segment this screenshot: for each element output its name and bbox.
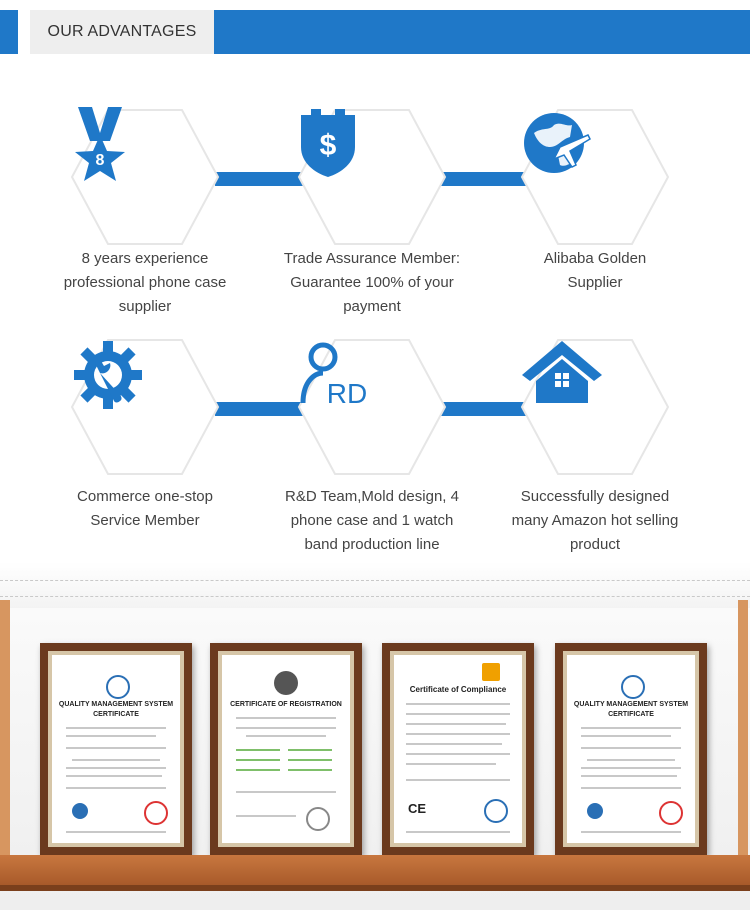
- certificate-paper: Certificate of Compliance CE: [394, 655, 522, 843]
- seal-icon: [659, 801, 683, 825]
- seal-icon: [144, 801, 168, 825]
- caption-line: Supplier: [567, 274, 623, 291]
- header-bar-right: [214, 10, 750, 54]
- caption-line: phone case and 1 watch: [290, 512, 454, 529]
- certificate-subtitle: CERTIFICATE: [93, 711, 139, 718]
- cqc-logo: [621, 675, 645, 699]
- certificate-title: QUALITY MANAGEMENT SYSTEM: [58, 701, 174, 708]
- advantage-hex-2: $: [297, 107, 447, 247]
- certificate-paper: CERTIFICATE OF REGISTRATION: [222, 655, 350, 843]
- caption-line: many Amazon hot selling: [511, 512, 679, 529]
- advantage-caption-1: 8 years experience professional phone ca…: [35, 247, 255, 319]
- advantage-caption-3: Alibaba Golden Supplier: [485, 247, 705, 295]
- connector-bar: [440, 172, 530, 186]
- gmc-logo: [274, 671, 298, 695]
- caption-line: Service Member: [90, 512, 200, 529]
- cqc-logo: [106, 675, 130, 699]
- shelf-strap-left: [0, 600, 10, 860]
- advantage-hex-3: [520, 107, 670, 247]
- certificate-title: CERTIFICATE OF REGISTRATION: [230, 701, 342, 708]
- wooden-shelf: [0, 855, 750, 885]
- advantage-hex-5: RD: [297, 337, 447, 477]
- caption-line: supplier: [118, 298, 172, 315]
- advantage-caption-5: R&D Team,Mold design, 4 phone case and 1…: [262, 485, 482, 557]
- section-title: OUR ADVANTAGES: [47, 23, 197, 40]
- section-divider: [0, 562, 750, 608]
- header-bar-left: [0, 10, 18, 54]
- shield-dollar-icon: $: [297, 107, 447, 247]
- caption-line: payment: [343, 298, 401, 315]
- advantages-grid: 8 8 years experience professional phone …: [0, 62, 750, 562]
- certificate-paper: QUALITY MANAGEMENT SYSTEM CERTIFICATE: [52, 655, 180, 843]
- house-icon: [520, 337, 670, 477]
- section-header: OUR ADVANTAGES: [0, 0, 750, 62]
- advantage-caption-4: Commerce one-stop Service Member: [35, 485, 255, 533]
- connector-bar: [215, 402, 305, 416]
- dashed-line: [0, 580, 750, 581]
- certificate-title: Certificate of Compliance: [409, 685, 507, 694]
- certificate-frame-4: QUALITY MANAGEMENT SYSTEM CERTIFICATE: [555, 643, 707, 855]
- advantage-hex-6: [520, 337, 670, 477]
- certificate-frame-1: QUALITY MANAGEMENT SYSTEM CERTIFICATE: [40, 643, 192, 855]
- advantage-hex-4: [70, 337, 220, 477]
- certificate-title: QUALITY MANAGEMENT SYSTEM: [573, 701, 689, 708]
- caption-line: R&D Team,Mold design, 4: [285, 488, 459, 505]
- caption-line: Trade Assurance Member:: [283, 250, 461, 267]
- person-rd-icon: RD: [297, 337, 447, 477]
- caption-line: Successfully designed: [520, 488, 670, 505]
- certificate-frame-2: CERTIFICATE OF REGISTRATION: [210, 643, 362, 855]
- caption-line: Alibaba Golden: [543, 250, 647, 267]
- shield-badge: $: [320, 129, 337, 162]
- connector-bar: [215, 172, 305, 186]
- caption-line: product: [569, 536, 621, 553]
- certificate-subtitle: CERTIFICATE: [608, 711, 654, 718]
- caption-line: Commerce one-stop: [77, 488, 213, 505]
- certificate-frame-3: Certificate of Compliance CE: [382, 643, 534, 855]
- shelf-edge: [0, 885, 750, 891]
- gear-wrench-icon: [70, 337, 220, 477]
- shelf-strap-right: [738, 600, 748, 860]
- globe-plane-icon: [520, 107, 670, 247]
- medal-8-icon: 8: [70, 107, 220, 247]
- advantage-hex-1: 8: [70, 107, 220, 247]
- caption-line: band production line: [304, 536, 440, 553]
- ce-mark: CE: [408, 801, 427, 816]
- advantage-caption-6: Successfully designed many Amazon hot se…: [485, 485, 705, 557]
- medal-badge: 8: [96, 152, 105, 169]
- compliance-logo: [482, 663, 500, 681]
- caption-line: professional phone case: [63, 274, 227, 291]
- rd-badge: RD: [327, 378, 367, 409]
- connector-bar: [440, 402, 530, 416]
- advantage-caption-2: Trade Assurance Member: Guarantee 100% o…: [262, 247, 482, 319]
- caption-line: 8 years experience: [81, 250, 209, 267]
- section-title-box: OUR ADVANTAGES: [30, 10, 214, 54]
- dashed-line: [0, 596, 750, 597]
- caption-line: Guarantee 100% of your: [290, 274, 454, 291]
- certificate-paper: QUALITY MANAGEMENT SYSTEM CERTIFICATE: [567, 655, 695, 843]
